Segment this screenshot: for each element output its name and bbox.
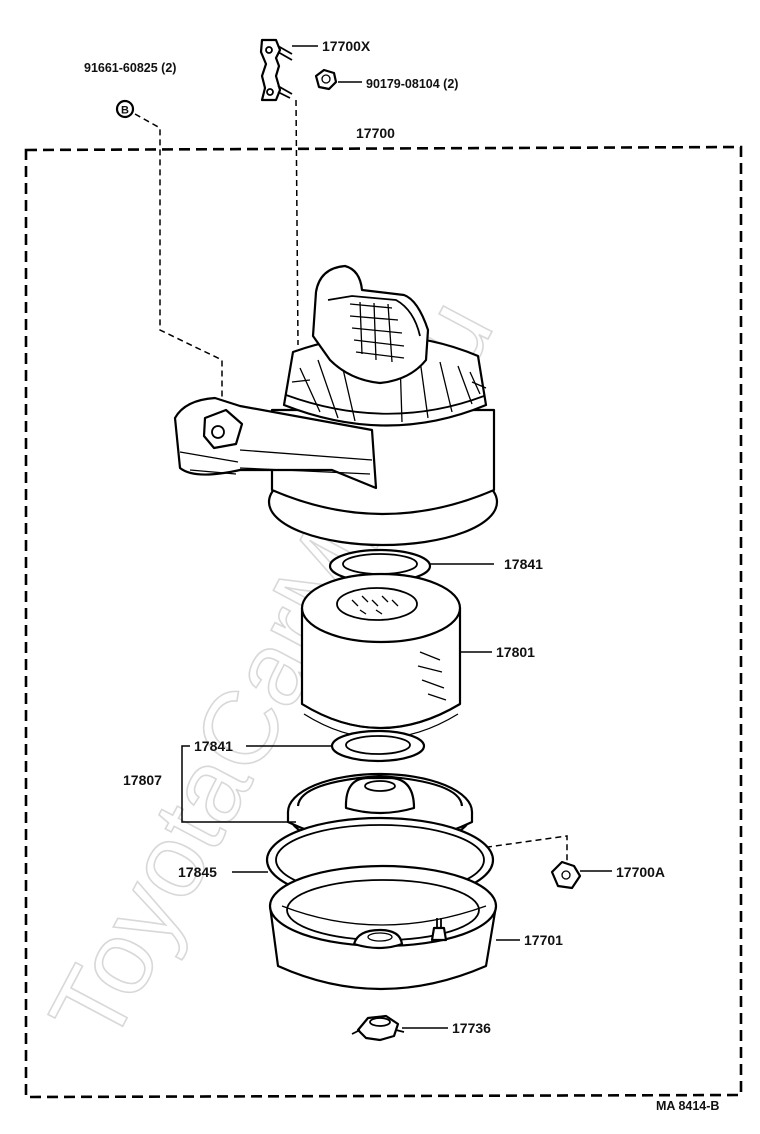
label-bolt: 91661-60825 (2)	[84, 61, 176, 75]
clamp-part	[550, 860, 582, 890]
label-bracket: 17700X	[322, 38, 371, 54]
bolt-marker-letter: B	[121, 105, 129, 117]
label-wing-nut: 17736	[452, 1020, 491, 1036]
label-clamp: 17700A	[616, 864, 665, 880]
leader-cap-bracket	[181, 745, 296, 823]
drawing-code: MA 8414-B	[656, 1099, 719, 1113]
bolt-b-marker: B	[115, 99, 135, 119]
filter-element	[300, 572, 462, 739]
bracket-dashed-guide	[295, 99, 299, 346]
upper-gasket	[328, 548, 432, 584]
wing-nut-part	[351, 1014, 405, 1042]
nut-part	[314, 68, 338, 91]
label-element: 17801	[496, 644, 535, 660]
assembly-boundary-box	[24, 145, 743, 1099]
label-gasket-upper: 17841	[504, 556, 543, 572]
air-cleaner-housing	[173, 264, 499, 547]
label-gasket-lower: 17841	[194, 738, 233, 754]
label-nut: 90179-08104 (2)	[366, 77, 458, 91]
label-case: 17701	[524, 932, 563, 948]
air-cleaner-case	[268, 864, 498, 990]
label-seal-ring: 17845	[178, 864, 217, 880]
label-assembly: 17700	[356, 125, 395, 141]
label-cap-subassembly: 17807	[123, 772, 162, 788]
bolt-dashed-guide	[134, 113, 223, 402]
bracket-part	[259, 38, 293, 102]
lower-gasket	[330, 729, 426, 763]
